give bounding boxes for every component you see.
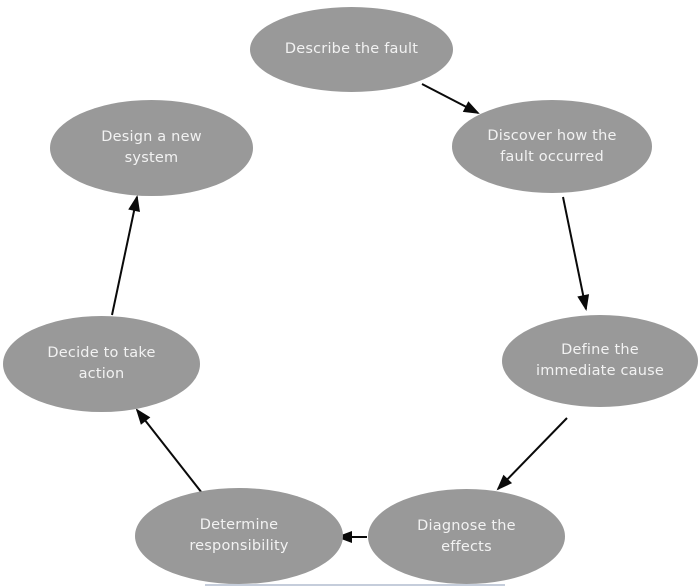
node-label-decide-to-take-action: Decide to take action	[47, 345, 156, 382]
arrow-decide-to-take-action-to-design-a-new-system	[111, 195, 140, 316]
node-discover-how-the-fault-occurred: Discover how the fault occurred	[452, 100, 652, 193]
bottom-edge-artifact-line	[205, 584, 505, 586]
node-label-discover-how-the-fault-occurred: Discover how the fault occurred	[487, 127, 617, 165]
arrow-determine-responsibility-to-decide-to-take-action	[135, 408, 203, 494]
node-label-define-the-immediate-cause: Define the immediate cause	[535, 342, 665, 379]
node-design-a-new-system: Design a new system	[50, 100, 253, 196]
node-define-the-immediate-cause: Define the immediate cause	[502, 315, 698, 407]
node-label-describe-the-fault: Describe the fault	[284, 41, 419, 58]
node-decide-to-take-action: Decide to take action	[3, 316, 200, 412]
node-label-determine-responsibility: Determine responsibility	[189, 517, 289, 554]
arrow-describe-the-fault-to-discover-how-the-fault-occurred	[421, 83, 480, 114]
node-determine-responsibility: Determine responsibility	[135, 488, 343, 584]
node-label-design-a-new-system: Design a new system	[101, 129, 202, 166]
arrow-define-the-immediate-cause-to-diagnose-the-effects	[496, 417, 568, 491]
node-label-diagnose-the-effects: Diagnose the effects	[417, 517, 516, 555]
node-diagnose-the-effects: Diagnose the effects	[368, 489, 565, 584]
node-describe-the-fault: Describe the fault	[250, 7, 453, 92]
arrow-discover-how-the-fault-occurred-to-define-the-immediate-cause	[562, 196, 590, 311]
